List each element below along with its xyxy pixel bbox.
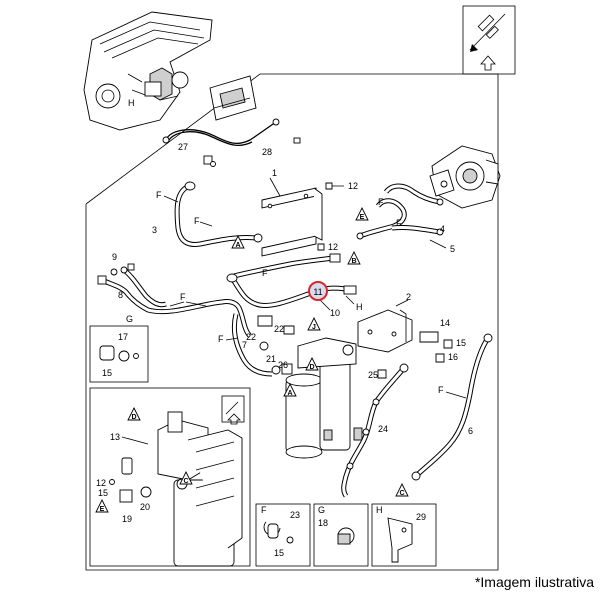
callout-25: 25 [368, 370, 378, 380]
callout-21: 21 [266, 354, 276, 364]
compressor [429, 145, 501, 209]
highlight-callout-11[interactable]: 11 [308, 281, 328, 301]
callout-27: 27 [178, 142, 188, 152]
letter-F-f: F [180, 292, 186, 302]
callout-15-c: 15 [98, 488, 108, 498]
inset-box-F [255, 503, 311, 567]
callout-3: 3 [152, 225, 157, 235]
callout-19: 19 [122, 514, 132, 524]
callout-7: 7 [242, 340, 247, 350]
callout-15-b: 15 [102, 368, 112, 378]
inset-box-G [313, 503, 369, 567]
triangle-C: C [399, 490, 404, 497]
up-arrow-icon [480, 55, 496, 71]
letter-F-b: F [194, 216, 200, 226]
inset-box-H [371, 503, 437, 567]
callout-8: 8 [118, 290, 123, 300]
up-arrow-icon-inset [227, 413, 241, 425]
callout-4: 4 [440, 224, 445, 234]
triangle-markers-inset: D C E [95, 406, 193, 513]
letter-F-e: F [262, 268, 268, 278]
orientation-box [462, 5, 516, 75]
triangle-J: J [312, 324, 316, 331]
triangle-E: E [360, 214, 365, 221]
ecu-unit [209, 75, 257, 121]
callout-5: 5 [450, 244, 455, 254]
callout-12-b: 12 [328, 242, 338, 252]
letter-F-a: F [156, 190, 162, 200]
letter-F-c: F [378, 197, 384, 207]
letter-F-h: F [438, 385, 444, 395]
engine-illustration [83, 11, 213, 131]
triangle-A: A [235, 242, 240, 249]
illustrative-image-note: *Imagem ilustrativa [475, 574, 594, 590]
bracket-2 [357, 309, 413, 353]
callout-14: 14 [440, 318, 450, 328]
callout-22-a: 22 [246, 332, 256, 342]
triangle-D: D [309, 364, 314, 371]
bracket-1 [261, 187, 323, 257]
letter-F-d: F [396, 218, 402, 228]
letter-F-g: F [218, 334, 224, 344]
callout-20: 20 [140, 502, 150, 512]
callout-11: 11 [313, 287, 322, 297]
callout-17: 17 [118, 332, 128, 342]
letter-H-b: H [356, 302, 363, 312]
callout-15-a: 15 [456, 338, 466, 348]
callout-15-d: 15 [274, 548, 284, 558]
triangle-C-center: A [287, 390, 292, 397]
pipe-8 [100, 277, 252, 338]
triangle-B: B [351, 258, 356, 265]
callout-12-c: 12 [96, 478, 106, 488]
triangle-C-inset: C [183, 478, 188, 485]
callout-16: 16 [448, 352, 458, 362]
callout-12-a: 12 [348, 181, 358, 191]
letter-G-a: G [126, 314, 133, 324]
callout-22-b: 22 [274, 324, 284, 334]
inset-box-17 [89, 325, 149, 383]
pipe-3 [174, 183, 257, 247]
callout-2: 2 [406, 292, 411, 302]
triangle-D-inset: D [131, 414, 136, 421]
callout-1: 1 [272, 168, 277, 178]
callout-10: 10 [330, 308, 340, 318]
inset-box-filter-detail [89, 387, 251, 567]
callout-23: 23 [290, 510, 300, 520]
triangle-E-inset: E [100, 506, 105, 513]
highlight-ring [308, 281, 328, 301]
pipe-24 [341, 366, 406, 498]
callout-9: 9 [112, 252, 117, 262]
callout-18: 18 [318, 518, 328, 528]
letter-F-box: F [261, 505, 267, 515]
callout-13: 13 [110, 432, 120, 442]
fuel-filter [285, 337, 363, 459]
callout-24: 24 [378, 424, 388, 434]
letter-H-box: H [376, 505, 383, 515]
fittings-cluster [257, 315, 295, 375]
callout-28: 28 [262, 147, 272, 157]
callout-29: 29 [416, 512, 426, 522]
callout-26: 26 [278, 360, 288, 370]
triangle-markers: E A B J D A C [231, 206, 409, 497]
callout-6: 6 [468, 426, 473, 436]
pipe-28 [165, 121, 277, 144]
letter-H-engine: H [128, 98, 135, 108]
letter-G-box: G [318, 505, 325, 515]
